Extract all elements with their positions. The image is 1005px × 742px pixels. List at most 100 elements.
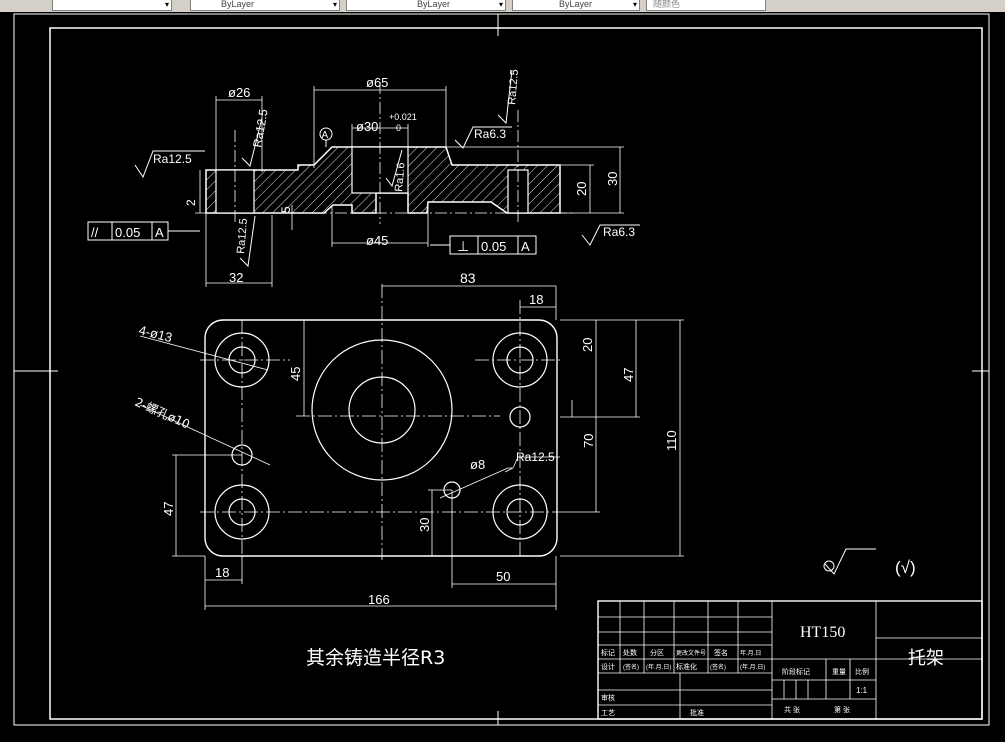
color-value: ByLayer bbox=[221, 0, 255, 9]
tb-label: 第 张 bbox=[834, 705, 850, 714]
title-block-labels: 标记 处数 分区 更改文件号 签名 年.月.日 设计 (签名) (年.月.日) … bbox=[601, 648, 869, 717]
gdt-perp-symbol: ⊥ bbox=[457, 238, 469, 254]
dim-50: 50 bbox=[496, 569, 510, 584]
tb-label: 共 张 bbox=[784, 705, 800, 714]
tb-label: (年.月.日) bbox=[740, 663, 765, 671]
tb-label: 标记 bbox=[601, 648, 615, 657]
title-block: HT150 托架 1:1 标记 处数 分区 更改文件号 签名 年.月.日 设计 … bbox=[597, 600, 983, 720]
tb-label: 重量 bbox=[832, 668, 846, 676]
ra125-vert: Ra12.5 bbox=[506, 69, 521, 105]
material-text: HT150 bbox=[800, 624, 845, 641]
drawing-canvas[interactable]: A ø26 ø65 ø30 +0.021 0 ø45 32 20 30 2 5 … bbox=[0, 12, 1005, 737]
mount-holes bbox=[214, 332, 548, 540]
dim-47-left: 47 bbox=[161, 502, 176, 516]
section-view: A ø26 ø65 ø30 +0.021 0 ø45 32 20 30 2 5 … bbox=[87, 69, 640, 287]
ra63-right: Ra6.3 bbox=[603, 225, 635, 239]
plan-view: 83 18 20 47 45 70 110 4-ø13 2-螺孔ø10 ø8 R… bbox=[133, 270, 684, 610]
general-note: 其余铸造半径R3 bbox=[306, 647, 445, 669]
gdt-parallel-frame: // 0.05 A bbox=[87, 221, 200, 241]
tb-label: 阶段标记 bbox=[782, 667, 810, 676]
gdt-perp-frame: ⊥ 0.05 A bbox=[430, 235, 537, 255]
tol-upper: +0.021 bbox=[389, 112, 417, 122]
engineering-drawing: A ø26 ø65 ø30 +0.021 0 ø45 32 20 30 2 5 … bbox=[13, 13, 990, 726]
properties-toolbar: ▾ ByLayer ▾ ByLayer ▾ ByLayer ▾ 随颜色 bbox=[0, 0, 1005, 13]
linetype-value: ByLayer bbox=[417, 0, 451, 9]
plan-centerlines bbox=[200, 284, 560, 560]
section-dim-lines bbox=[199, 86, 624, 287]
centering-marks bbox=[14, 14, 989, 725]
dim-d30: ø30 bbox=[356, 119, 378, 134]
dim-110: 110 bbox=[664, 430, 679, 451]
chevron-down-icon: ▾ bbox=[498, 0, 503, 9]
dim-83: 83 bbox=[460, 270, 476, 286]
tb-label: 工艺 bbox=[601, 709, 615, 717]
tb-label: 审核 bbox=[601, 693, 615, 702]
tb-label: (签名) bbox=[623, 663, 639, 671]
plotstyle-value: 随颜色 bbox=[653, 0, 681, 10]
gdt-parallel-datum: A bbox=[155, 225, 164, 240]
dim-d45: ø45 bbox=[366, 233, 388, 248]
dim-d5: 5 bbox=[279, 206, 293, 213]
dim-30: 30 bbox=[417, 518, 432, 532]
linetype-dropdown[interactable]: ByLayer ▾ bbox=[346, 0, 506, 11]
outer-border bbox=[13, 13, 990, 726]
dim-47-right: 47 bbox=[621, 368, 636, 382]
callout-4-holes: 4-ø13 bbox=[137, 322, 174, 345]
chevron-down-icon: ▾ bbox=[332, 0, 337, 9]
dim-45-left: 45 bbox=[288, 367, 303, 381]
tb-label: (年.月.日) bbox=[646, 663, 671, 671]
dim-18-bottom: 18 bbox=[215, 565, 229, 580]
ra125-left: Ra12.5 bbox=[153, 152, 192, 166]
dim-d26: ø26 bbox=[228, 85, 250, 100]
datum-letter: A bbox=[322, 130, 329, 141]
chevron-down-icon: ▾ bbox=[632, 0, 637, 9]
inner-border bbox=[49, 27, 983, 720]
tb-label: 签名 bbox=[714, 648, 728, 657]
dim-d30h: 30 bbox=[605, 172, 620, 186]
ra125-low: Ra12.5 bbox=[235, 218, 250, 254]
layer-dropdown[interactable]: ▾ bbox=[52, 0, 172, 11]
tb-label: 更改文件号 bbox=[676, 649, 706, 657]
gdt-perp-value: 0.05 bbox=[481, 239, 506, 254]
tb-label: 年.月.日 bbox=[740, 649, 761, 657]
ra63-top: Ra6.3 bbox=[474, 127, 506, 141]
plotstyle-dropdown[interactable]: 随颜色 bbox=[646, 0, 766, 11]
dim-d32: 32 bbox=[229, 270, 243, 285]
dim-18-top: 18 bbox=[529, 292, 543, 307]
dim-d2: 2 bbox=[184, 199, 198, 206]
roughness-symbols bbox=[134, 69, 640, 268]
roughness-note: (√) bbox=[823, 548, 916, 577]
ra125-top: Ra12.5 bbox=[250, 108, 271, 149]
dim-d20: 20 bbox=[574, 182, 589, 196]
color-dropdown[interactable]: ByLayer ▾ bbox=[190, 0, 340, 11]
datum-a-symbol: A bbox=[319, 127, 333, 147]
plate-outline bbox=[204, 319, 558, 557]
gdt-perp-datum: A bbox=[521, 239, 530, 254]
ra125-hole: Ra12.5 bbox=[516, 450, 555, 464]
scale-value: 1:1 bbox=[856, 686, 868, 695]
chevron-down-icon: ▾ bbox=[164, 0, 169, 9]
tb-label: 比例 bbox=[855, 667, 869, 676]
part-name: 托架 bbox=[908, 648, 944, 669]
dim-20: 20 bbox=[580, 338, 595, 352]
lineweight-value: ByLayer bbox=[559, 0, 593, 9]
dim-d65: ø65 bbox=[366, 75, 388, 90]
tb-label: 批准 bbox=[690, 708, 704, 717]
lineweight-dropdown[interactable]: ByLayer ▾ bbox=[512, 0, 640, 11]
plan-dim-lines bbox=[139, 285, 684, 610]
tb-label: 设计 bbox=[601, 662, 615, 671]
gdt-parallel-value: 0.05 bbox=[115, 225, 140, 240]
tb-label: (签名) bbox=[710, 663, 726, 671]
gdt-parallel-symbol: // bbox=[91, 225, 99, 240]
ra16: Ra1.6 bbox=[393, 162, 408, 192]
centerlines bbox=[195, 82, 575, 224]
dim-70: 70 bbox=[581, 434, 596, 448]
tb-label: 处数 bbox=[623, 648, 637, 657]
tol-lower: 0 bbox=[396, 123, 401, 133]
tb-label: 分区 bbox=[650, 648, 664, 657]
callout-2-threaded-holes: 2-螺孔ø10 bbox=[133, 395, 192, 432]
callout-d8: ø8 bbox=[470, 457, 485, 472]
dim-166: 166 bbox=[368, 592, 390, 607]
rough-note-text: (√) bbox=[895, 558, 916, 577]
tb-label: 标准化 bbox=[676, 662, 697, 671]
